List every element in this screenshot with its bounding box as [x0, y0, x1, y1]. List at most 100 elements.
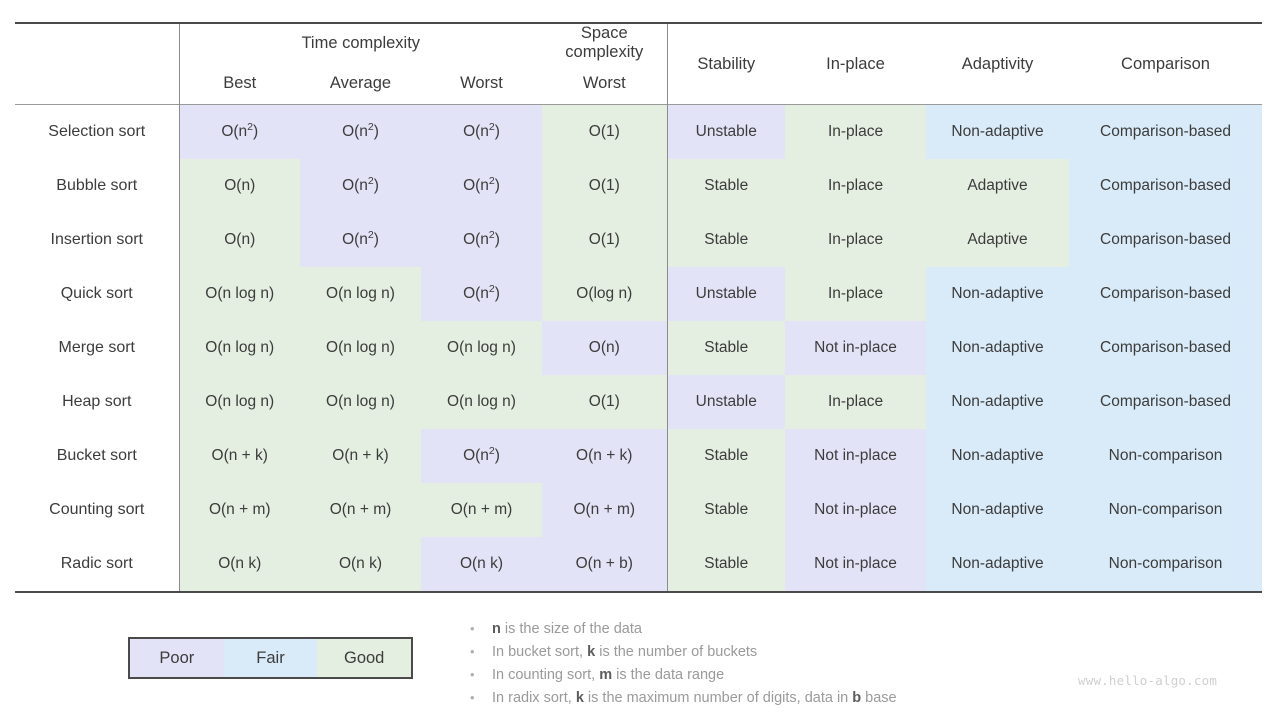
bullet-icon: • — [470, 690, 475, 705]
cell-inplace: In-place — [785, 375, 927, 429]
cell-worst: O(n2) — [421, 104, 543, 159]
row-label-quick-sort: Quick sort — [60, 285, 133, 302]
cell-worst: O(n log n) — [421, 375, 543, 429]
cell-adaptivity: Non-adaptive — [926, 483, 1070, 537]
corner-blank-cell — [15, 22, 179, 62]
cell-average: O(n log n) — [300, 321, 421, 375]
cell-worst: O(n log n) — [421, 321, 543, 375]
cell-comparison: Comparison-based — [1069, 213, 1263, 267]
sub-header-best: Best — [178, 62, 300, 105]
cell-stability: Stable — [666, 537, 786, 593]
cell-space: O(n + m) — [542, 483, 668, 537]
cell-space: O(log n) — [542, 267, 668, 321]
cell-adaptivity: Non-adaptive — [926, 321, 1070, 375]
column-header-stability: Stability — [666, 22, 786, 105]
cell-average: O(n2) — [300, 213, 421, 267]
cell-best: O(n) — [178, 159, 300, 213]
cell-stability: Unstable — [666, 267, 786, 321]
cell-inplace: Not in-place — [785, 321, 927, 375]
legend-item-fair: Fair — [223, 639, 318, 677]
cell-adaptivity: Non-adaptive — [926, 537, 1070, 593]
cell-adaptivity: Non-adaptive — [926, 104, 1070, 159]
cell-worst: O(n2) — [421, 429, 543, 483]
cell-worst: O(n + m) — [421, 483, 543, 537]
cell-best: O(n + m) — [178, 483, 300, 537]
row-label-bucket-sort: Bucket sort — [56, 447, 137, 464]
notes-list: • n is the size of the data • In bucket sor… — [470, 618, 1050, 710]
cell-average: O(n log n) — [300, 375, 421, 429]
cell-inplace: In-place — [785, 104, 927, 159]
note-item: • In radix sort, k is the maximum number … — [470, 687, 1050, 709]
legend-item-poor: Poor — [130, 639, 224, 677]
cell-comparison: Comparison-based — [1069, 159, 1263, 213]
row-label-bubble-sort: Bubble sort — [56, 177, 138, 194]
cell-comparison: Non-comparison — [1069, 429, 1263, 483]
row-label-selection-sort: Selection sort — [15, 104, 179, 159]
cell-adaptivity: Adaptive — [926, 213, 1070, 267]
note-text: In radix sort, k is the maximum number o… — [492, 690, 897, 706]
note-item: • In bucket sort, k is the number of buck… — [470, 641, 1050, 663]
cell-stability: Unstable — [666, 104, 786, 159]
note-text: In counting sort, m is the data range — [492, 667, 725, 683]
cell-adaptivity: Adaptive — [926, 159, 1070, 213]
cell-worst: O(n2) — [421, 159, 543, 213]
note-item: • In counting sort, m is the data range — [470, 664, 1050, 686]
cell-inplace: In-place — [785, 159, 927, 213]
sub-header-worst-space: Worst — [582, 73, 626, 92]
note-text: In bucket sort, k is the number of bucke… — [492, 644, 758, 660]
cell-best: O(n k) — [178, 537, 300, 593]
cell-best: O(n log n) — [178, 321, 300, 375]
cell-space: O(1) — [542, 159, 668, 213]
bullet-icon: • — [470, 667, 475, 682]
row-label-insertion-sort: Insertion sort — [50, 231, 143, 248]
row-label-counting-sort: Counting sort — [49, 501, 145, 518]
cell-worst: O(n2) — [421, 267, 543, 321]
cell-stability: Unstable — [666, 375, 786, 429]
bullet-icon: • — [470, 621, 475, 636]
cell-best: O(n log n) — [178, 375, 300, 429]
legend-item-good: Good — [317, 639, 412, 677]
group-header-space-complexity: Space complexity — [542, 22, 668, 62]
cell-adaptivity: Non-adaptive — [926, 429, 1070, 483]
cell-comparison: Comparison-based — [1069, 321, 1263, 375]
column-header-comparison: Comparison — [1069, 22, 1263, 105]
row-label-merge-sort: Merge sort — [58, 339, 135, 356]
cell-space: O(n + k) — [542, 429, 668, 483]
cell-adaptivity: Non-adaptive — [926, 375, 1070, 429]
cell-comparison: Non-comparison — [1069, 483, 1263, 537]
note-item: • n is the size of the data — [470, 618, 1050, 640]
cell-space: O(n) — [542, 321, 668, 375]
column-header-in-place: In-place — [785, 22, 927, 105]
sub-header-blank-cell — [15, 62, 179, 105]
column-header-adaptivity: Adaptivity — [926, 22, 1070, 105]
cell-stability: Stable — [666, 213, 786, 267]
cell-space: O(1) — [542, 104, 668, 159]
cell-comparison: Comparison-based — [1069, 375, 1263, 429]
cell-average: O(n2) — [300, 104, 421, 159]
cell-stability: Stable — [666, 321, 786, 375]
cell-space: O(1) — [542, 375, 668, 429]
bullet-icon: • — [470, 644, 475, 659]
cell-average: O(n log n) — [300, 267, 421, 321]
sub-header-worst-time: Worst — [460, 73, 503, 92]
cell-best: O(n + k) — [178, 429, 300, 483]
note-text: n is the size of the data — [492, 621, 642, 637]
cell-best: O(n log n) — [178, 267, 300, 321]
cell-worst: O(n k) — [421, 537, 543, 593]
cell-comparison: Comparison-based — [1069, 104, 1263, 159]
cell-space: O(1) — [542, 213, 668, 267]
cell-worst: O(n2) — [421, 213, 543, 267]
cell-stability: Stable — [666, 483, 786, 537]
cell-average: O(n + m) — [300, 483, 421, 537]
